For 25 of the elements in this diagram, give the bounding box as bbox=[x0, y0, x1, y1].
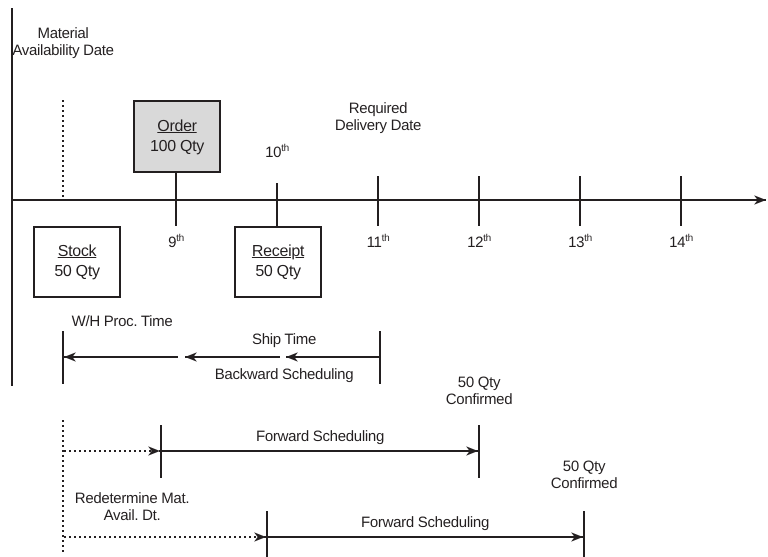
duration-label: Ship Time bbox=[251, 331, 317, 348]
node-quantity: 100 Qty bbox=[150, 136, 204, 156]
scheduling-label: Backward Scheduling bbox=[214, 366, 354, 383]
quantity-label: 50 Qty Confirmed bbox=[444, 374, 514, 408]
node-heading: Stock bbox=[58, 242, 96, 262]
scheduling-label: Forward Scheduling bbox=[254, 428, 385, 445]
date-label: 13$^{th}$ bbox=[567, 234, 593, 251]
duration-label: W/H Proc. Time bbox=[70, 313, 174, 330]
process-box bbox=[234, 226, 322, 298]
date-label: 11$^{th}$ bbox=[366, 234, 390, 251]
date-label: 9$^{th}$ bbox=[167, 234, 185, 251]
process-box bbox=[133, 100, 221, 173]
date-label: 10$^{th}$ bbox=[264, 144, 290, 161]
process-box bbox=[33, 226, 121, 298]
date-label: 14$^{th}$ bbox=[668, 234, 694, 251]
node-heading: Order bbox=[157, 116, 197, 136]
axis-annotation: Material Availability Date bbox=[11, 25, 115, 59]
step-label: Redetermine Mat. Avail. Dt. bbox=[74, 490, 190, 524]
node-quantity: 50 Qty bbox=[54, 262, 100, 282]
date-label: 12$^{th}$ bbox=[466, 234, 492, 251]
quantity-label: 50 Qty Confirmed bbox=[550, 458, 618, 492]
node-heading: Receipt bbox=[252, 242, 304, 262]
axis-annotation: Required Delivery Date bbox=[334, 100, 422, 134]
node-quantity: 50 Qty bbox=[255, 262, 301, 282]
scheduling-label: Forward Scheduling bbox=[360, 514, 490, 531]
